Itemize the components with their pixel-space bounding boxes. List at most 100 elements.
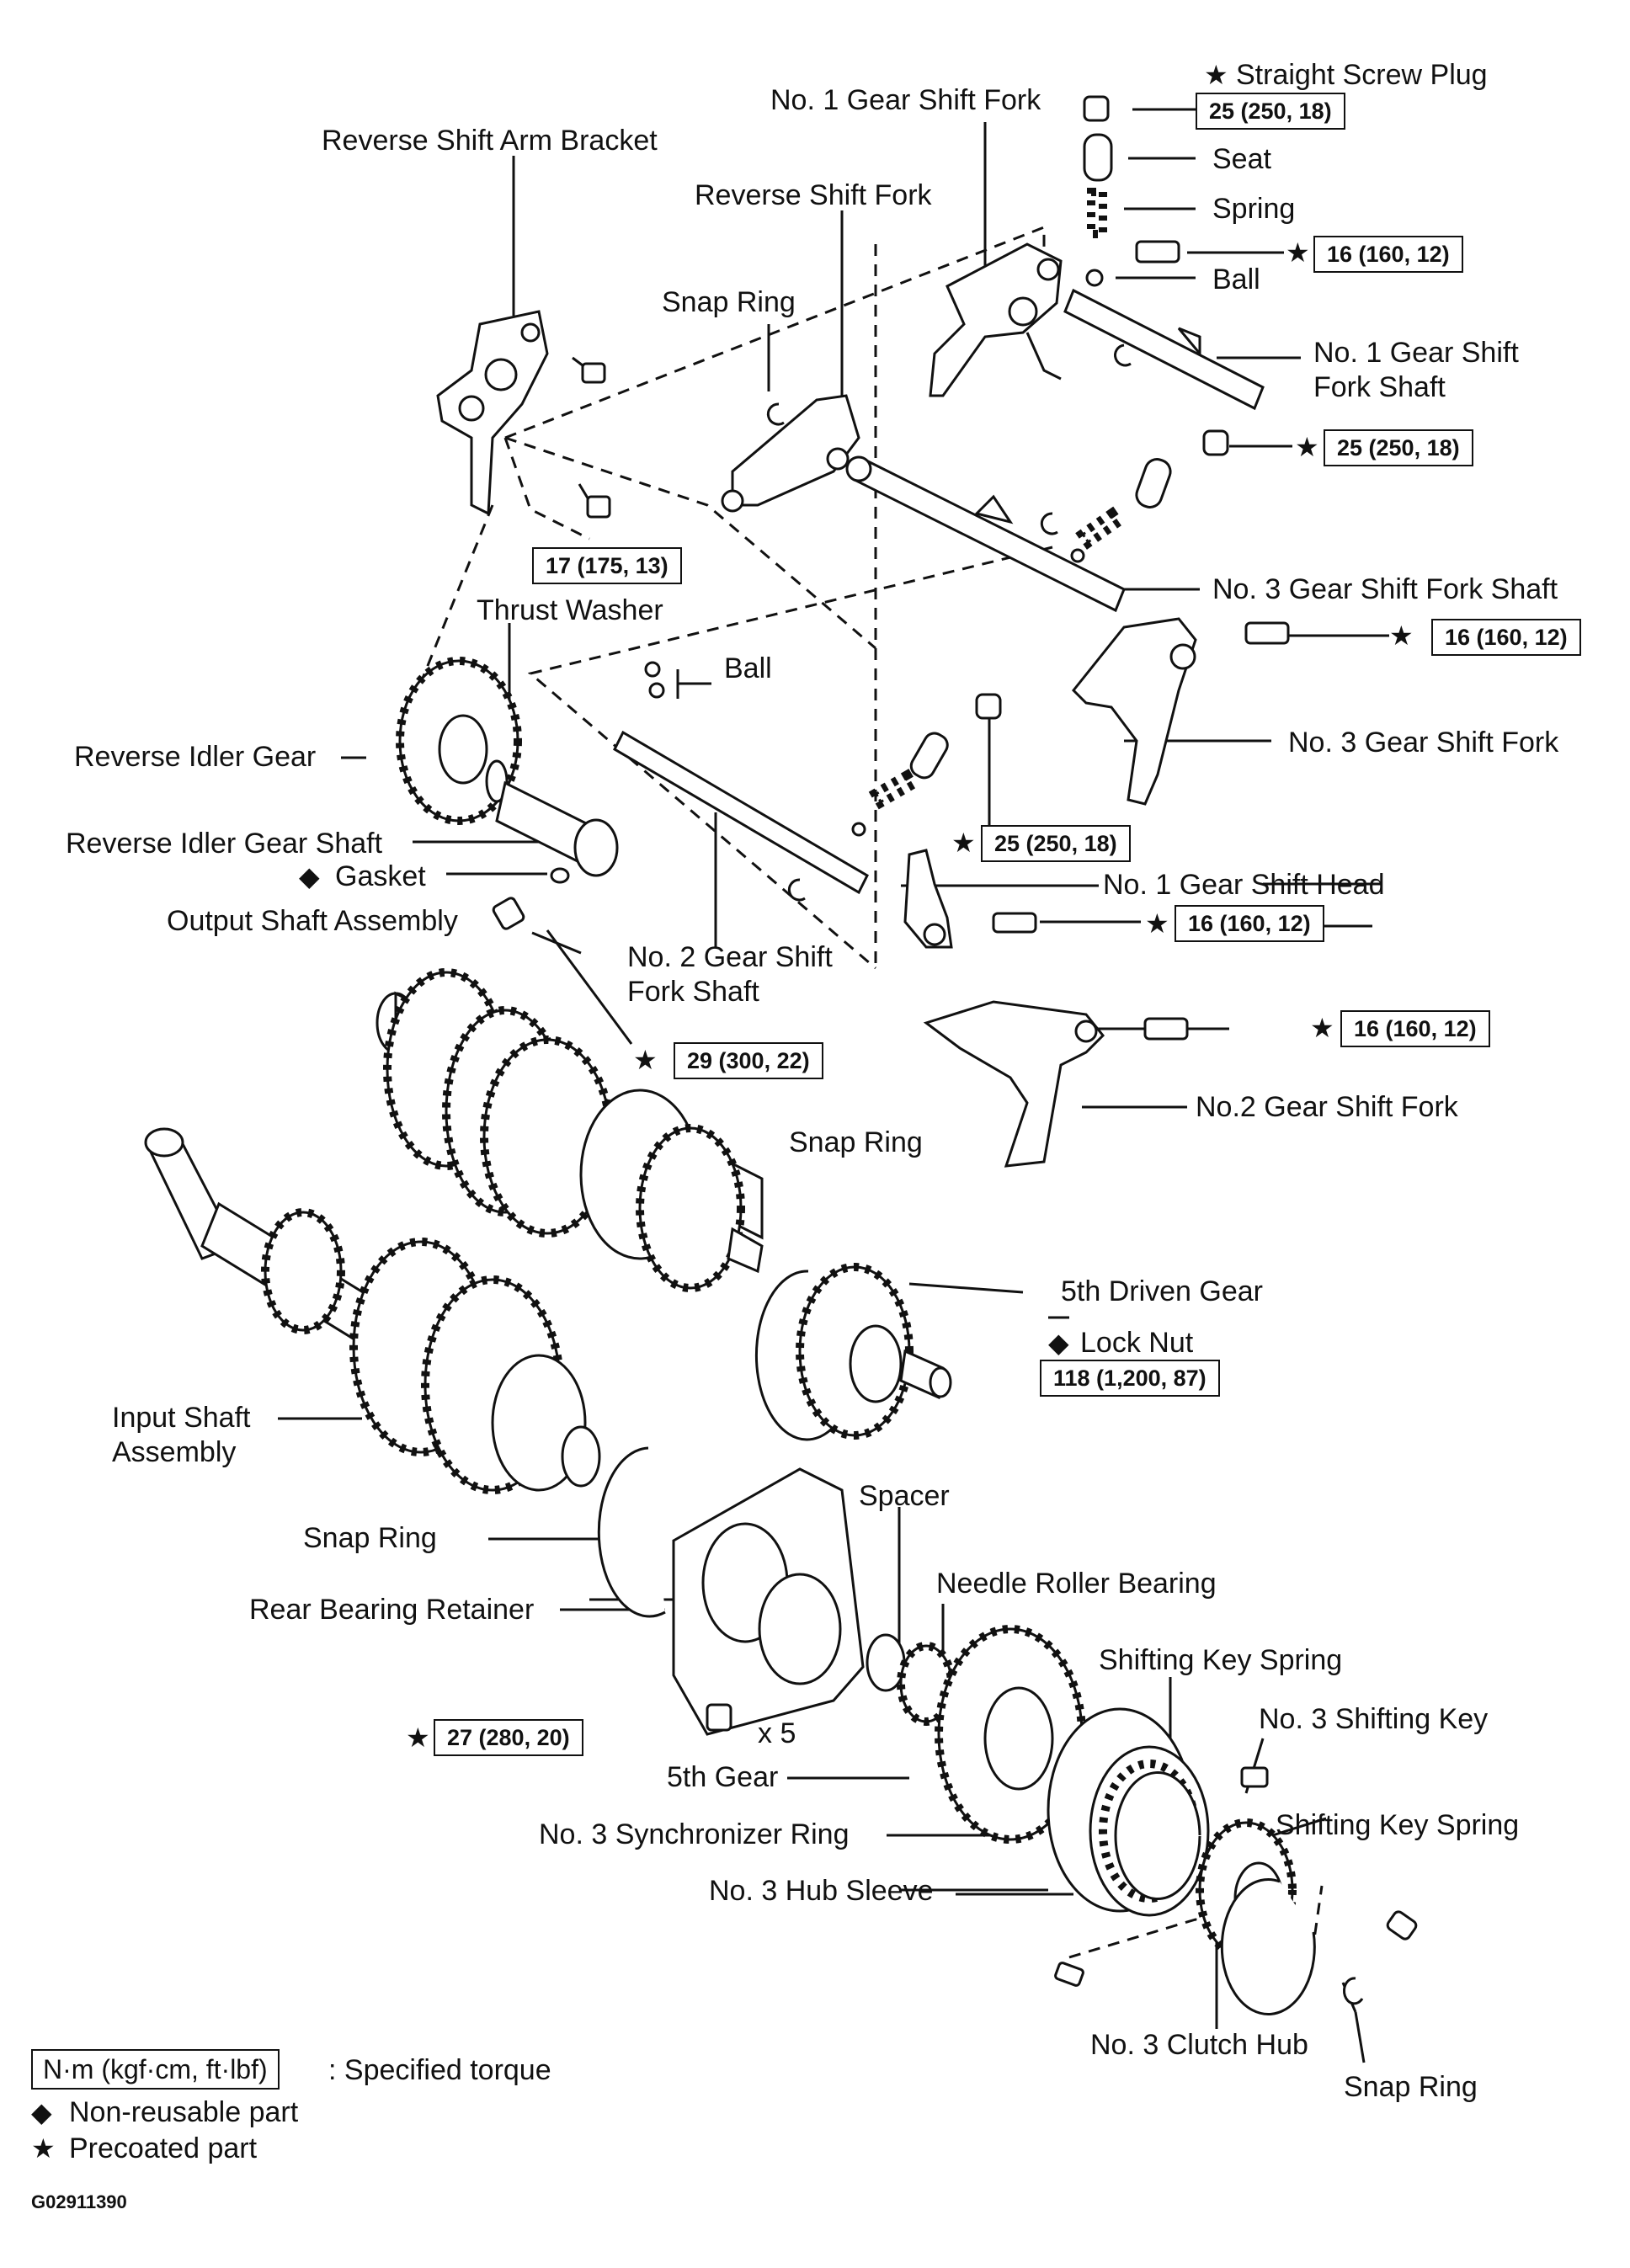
key-spring-part	[1220, 1878, 1316, 2015]
label-fifth-gear: 5th Gear	[667, 1761, 779, 1793]
shifting-key-part	[1240, 1766, 1269, 1788]
rear-bearing-retainer-part	[672, 1467, 865, 1736]
precoated-star: ★	[1310, 1013, 1334, 1043]
label-gasket: Gasket	[335, 860, 426, 892]
label-reverse-idler-gear-shaft: Reverse Idler Gear Shaft	[66, 828, 383, 860]
torque-no2-fork-bolt: 16 (160, 12)	[1340, 1010, 1490, 1047]
legend-diamond: ◆	[31, 2097, 52, 2127]
legend-star: ★	[31, 2133, 56, 2164]
label-no2-gear-shift-fork-shaft-line1: No. 2 Gear Shift	[627, 941, 833, 973]
no2-gear-shift-fork-shaft	[613, 661, 869, 895]
snap-ring-no3-shaft	[1040, 512, 1058, 535]
torque-straight-screw-plug: 25 (250, 18)	[1196, 93, 1345, 130]
spring-part	[1087, 188, 1107, 238]
reverse-idler-gear-shaft-part	[495, 780, 619, 877]
seat-no1-shaft	[1135, 458, 1172, 508]
label-no1-gear-shift-fork-shaft-line1: No. 1 Gear Shift	[1313, 337, 1519, 369]
label-no3-gear-shift-fork: No. 3 Gear Shift Fork	[1288, 727, 1559, 759]
reverse-shift-fork	[721, 394, 860, 513]
torque-bracket-bolt: 17 (175, 13)	[532, 547, 682, 584]
label-input-shaft-assembly-line2: Assembly	[112, 1436, 237, 1468]
label-no3-synchronizer-ring: No. 3 Synchronizer Ring	[539, 1818, 850, 1850]
no3-gear-shift-fork	[1071, 617, 1197, 806]
output-shaft-bolt	[492, 897, 525, 930]
label-output-shaft-assembly: Output Shaft Assembly	[167, 905, 458, 937]
precoated-star: ★	[633, 1045, 658, 1075]
label-needle-roller-bearing: Needle Roller Bearing	[936, 1568, 1217, 1600]
label-snap-ring-bottom: Snap Ring	[1344, 2071, 1478, 2103]
bolt-no3-fork	[1244, 621, 1290, 645]
label-ball-mid: Ball	[724, 652, 772, 684]
small-key-left-part	[1054, 1962, 1084, 1987]
non-reusable-diamond: ◆	[1048, 1328, 1069, 1358]
bolt-no1-fork	[1135, 240, 1180, 264]
snap-ring-bottom-part	[1342, 1977, 1364, 2005]
precoated-star: ★	[1286, 237, 1310, 268]
no2-gear-shift-fork	[923, 1000, 1105, 1168]
snap-ring-no1-shaft	[1114, 343, 1132, 367]
torque-no2-shaft-plug: 25 (250, 18)	[981, 825, 1131, 862]
snap-ring-top-part	[766, 402, 785, 426]
label-no3-clutch-hub: No. 3 Clutch Hub	[1090, 2029, 1308, 2061]
fifth-driven-gear-part	[796, 1263, 914, 1440]
torque-no1-fork-bolt: 16 (160, 12)	[1313, 236, 1463, 273]
label-no1-gear-shift-head: No. 1 Gear Shift Head	[1103, 869, 1385, 901]
thrust-washer-part	[485, 759, 509, 803]
snap-ring-no2-shaft	[787, 878, 806, 902]
no1-gear-shift-fork	[929, 242, 1063, 397]
ball-top-part	[1085, 269, 1104, 287]
no1-gear-shift-fork-shaft	[1063, 288, 1265, 411]
label-no2-gear-shift-fork: No.2 Gear Shift Fork	[1196, 1091, 1458, 1123]
label-snap-ring-top: Snap Ring	[662, 286, 796, 318]
precoated-star: ★	[1145, 908, 1169, 939]
spacer-part	[866, 1633, 906, 1692]
no2-shaft-spring	[851, 693, 1002, 837]
label-no1-gear-shift-fork-shaft-line2: Fork Shaft	[1313, 371, 1446, 403]
figure-code: G02911390	[31, 2191, 127, 2212]
ball-no3-shaft	[1070, 548, 1085, 563]
label-rear-bearing-retainer: Rear Bearing Retainer	[249, 1594, 535, 1626]
label-snap-ring-mid: Snap Ring	[789, 1126, 923, 1158]
label-snap-ring-left: Snap Ring	[303, 1522, 437, 1554]
legend-non-reusable: Non-reusable part	[69, 2096, 299, 2128]
snap-ring-left-part	[597, 1446, 666, 1618]
no3-gear-shift-fork-shaft	[845, 455, 1126, 613]
synchronizer-ring-part	[1114, 1771, 1201, 1900]
spring-no1-shaft	[1075, 506, 1126, 550]
label-ball-top: Ball	[1212, 264, 1260, 295]
gasket-part	[550, 867, 570, 884]
torque-retainer-bolt: 27 (280, 20)	[434, 1719, 583, 1756]
reverse-shift-arm-bracket	[436, 310, 549, 516]
label-spring: Spring	[1212, 193, 1296, 225]
small-plug-part	[1386, 1910, 1418, 1941]
label-lock-nut: Lock Nut	[1080, 1327, 1194, 1359]
label-no2-gear-shift-fork-shaft-line2: Fork Shaft	[627, 976, 759, 1008]
lock-nut-part	[899, 1349, 952, 1400]
precoated-star: ★	[1295, 432, 1319, 462]
precoated-star: ★	[1389, 620, 1414, 651]
straight-screw-plug-part	[1083, 95, 1110, 122]
label-reverse-idler-gear: Reverse Idler Gear	[74, 741, 317, 773]
bracket-bolt-upper	[572, 356, 606, 384]
precoated-star: ★	[1204, 60, 1228, 90]
legend-precoated: Precoated part	[69, 2132, 258, 2164]
label-reverse-shift-fork: Reverse Shift Fork	[695, 179, 932, 211]
label-spacer: Spacer	[859, 1480, 950, 1512]
bolt-shift-head	[992, 912, 1037, 934]
label-no3-hub-sleeve: No. 3 Hub Sleeve	[709, 1875, 934, 1907]
torque-no1-shaft-plug: 25 (250, 18)	[1324, 429, 1473, 466]
bracket-bolt-lower	[578, 483, 611, 519]
label-no1-gear-shift-fork: No. 1 Gear Shift Fork	[770, 84, 1041, 116]
no1-gear-shift-head	[903, 849, 953, 949]
label-seat: Seat	[1212, 143, 1271, 175]
torque-no3-fork-bolt: 16 (160, 12)	[1431, 619, 1581, 656]
torque-shift-head-bolt: 16 (160, 12)	[1175, 905, 1324, 942]
torque-lock-nut: 118 (1,200, 87)	[1040, 1360, 1220, 1397]
non-reusable-diamond: ◆	[299, 861, 320, 892]
label-no3-shifting-key: No. 3 Shifting Key	[1259, 1703, 1489, 1735]
label-shifting-key-spring-1: Shifting Key Spring	[1099, 1644, 1343, 1676]
plug-no1-shaft	[1202, 429, 1229, 456]
legend-unit-desc: : Specified torque	[328, 2054, 551, 2086]
retainer-bolt	[706, 1703, 732, 1732]
